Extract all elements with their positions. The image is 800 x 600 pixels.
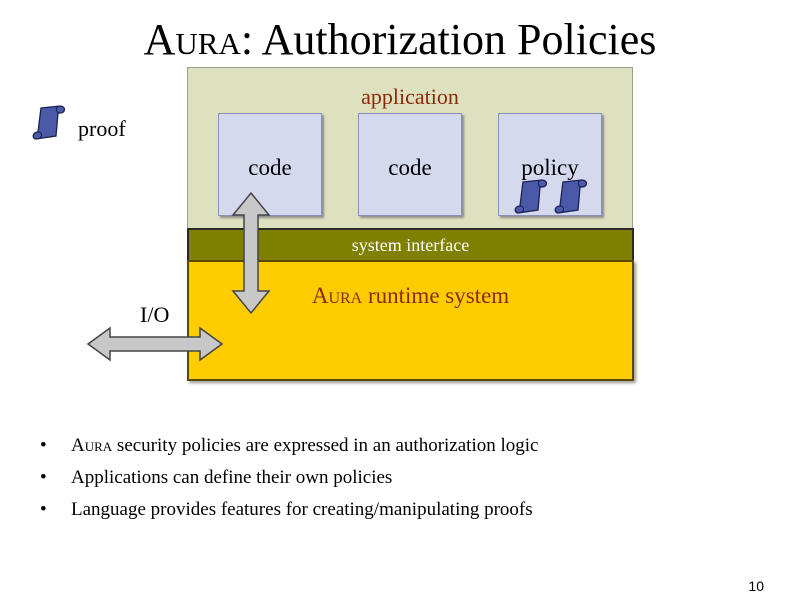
title-rest: : Authorization Policies	[240, 15, 657, 64]
bullet-text-3: Language provides features for creating/…	[71, 499, 533, 520]
slide-title: Aura: Authorization Policies	[0, 12, 800, 68]
runtime-label: Aura runtime system	[187, 283, 634, 309]
bullet-list: • Aura security policies are expressed in…	[40, 432, 538, 528]
code-box-1	[218, 113, 322, 216]
bullet-item-3: • Language provides features for creating…	[40, 496, 538, 528]
policy-label: policy	[521, 155, 579, 180]
code-box-2	[358, 113, 462, 216]
bullet-dot: •	[40, 435, 47, 456]
page-number: 10	[748, 578, 764, 594]
code-label-1: code	[248, 155, 292, 180]
policy-box	[498, 113, 602, 216]
title-aura: Aura	[143, 15, 241, 64]
bullet-dot: •	[40, 467, 47, 488]
policy-proof-icon-1	[514, 179, 548, 214]
bullet-dot: •	[40, 499, 47, 520]
io-label: I/O	[140, 302, 170, 327]
bullet-aura: Aura	[71, 435, 113, 456]
application-label: application	[361, 84, 459, 109]
runtime-system-box	[187, 260, 634, 381]
runtime-rest: runtime system	[362, 283, 510, 308]
code-label-2: code	[388, 155, 432, 180]
io-double-arrow	[86, 326, 224, 362]
bullet-item-2: • Applications can define their own polic…	[40, 464, 538, 496]
bullet-item-1: • Aura security policies are expressed in…	[40, 432, 538, 464]
proof-legend-label: proof	[78, 116, 126, 141]
bullet-text-2: Applications can define their own polici…	[71, 467, 393, 488]
runtime-aura: Aura	[311, 283, 363, 308]
policy-proof-icon-2	[554, 179, 588, 214]
bullet-text-1: security policies are expressed in an au…	[112, 435, 539, 456]
proof-legend-icon	[32, 105, 66, 140]
vertical-double-arrow	[231, 191, 271, 315]
